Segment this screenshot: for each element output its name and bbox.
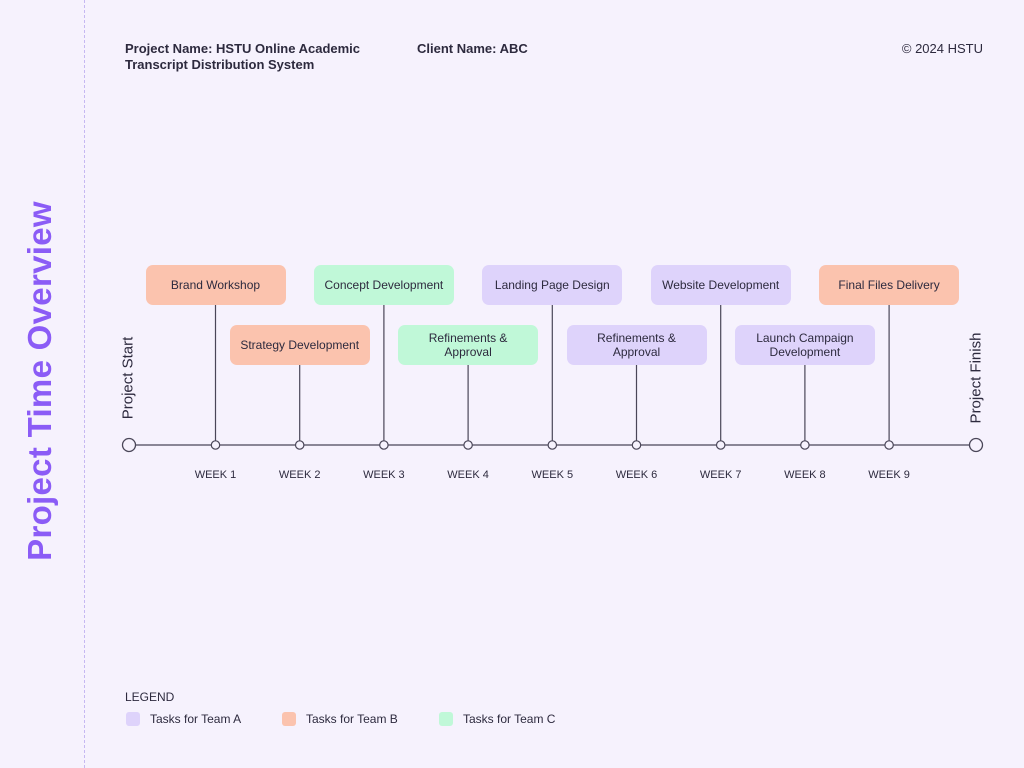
legend-label: Tasks for Team C [463,712,556,726]
week-label: WEEK 3 [363,469,405,481]
timeline-connectors [210,305,894,450]
task-card: Concept Development [313,265,454,305]
task-card: Launch Campaign Development [734,325,875,365]
task-card: Strategy Development [229,325,370,365]
week-label: WEEK 4 [447,469,489,481]
week-label: WEEK 2 [278,469,321,481]
week-marker [631,440,642,450]
task-card: Brand Workshop [145,265,286,305]
week-label: WEEK 8 [784,469,826,481]
task-card: Final Files Delivery [819,265,960,305]
project-finish-label: Project Finish [967,332,985,424]
project-start-label: Project Start [119,336,137,420]
week-label: WEEK 9 [868,469,910,481]
legend-swatch [126,712,140,726]
week-marker [884,440,894,450]
week-marker [210,440,221,450]
project-name: Project Name: HSTU Online Academic Trans… [125,41,361,72]
start-marker [121,437,137,453]
copyright: © 2024 HSTU [901,41,983,56]
week-label: WEEK 6 [615,469,658,481]
legend-item: Tasks for Team A [126,712,241,726]
legend-label: Tasks for Team A [150,712,242,726]
legend-label: Tasks for Team B [306,712,398,726]
finish-marker [968,437,984,453]
client-name: Client Name: ABC [417,41,528,56]
week-label: WEEK 7 [699,469,742,481]
week-marker [547,440,558,450]
legend-item: Tasks for Team B [282,712,398,726]
legend-item: Tasks for Team C [439,712,555,726]
legend-swatch [282,712,296,726]
legend-title: LEGEND [125,690,175,704]
task-card: Landing Page Design [482,265,623,305]
week-marker [800,440,810,450]
task-card: Refinements & Approval [566,325,707,365]
task-card: Refinements & Approval [398,325,539,365]
week-label: WEEK 1 [194,469,237,481]
task-card: Website Development [650,265,791,305]
week-marker [379,440,389,450]
week-marker [463,440,473,450]
week-label: WEEK 5 [531,469,574,481]
legend-swatch [439,712,453,726]
week-marker [715,440,726,450]
week-marker [294,440,305,450]
side-divider [84,0,85,768]
